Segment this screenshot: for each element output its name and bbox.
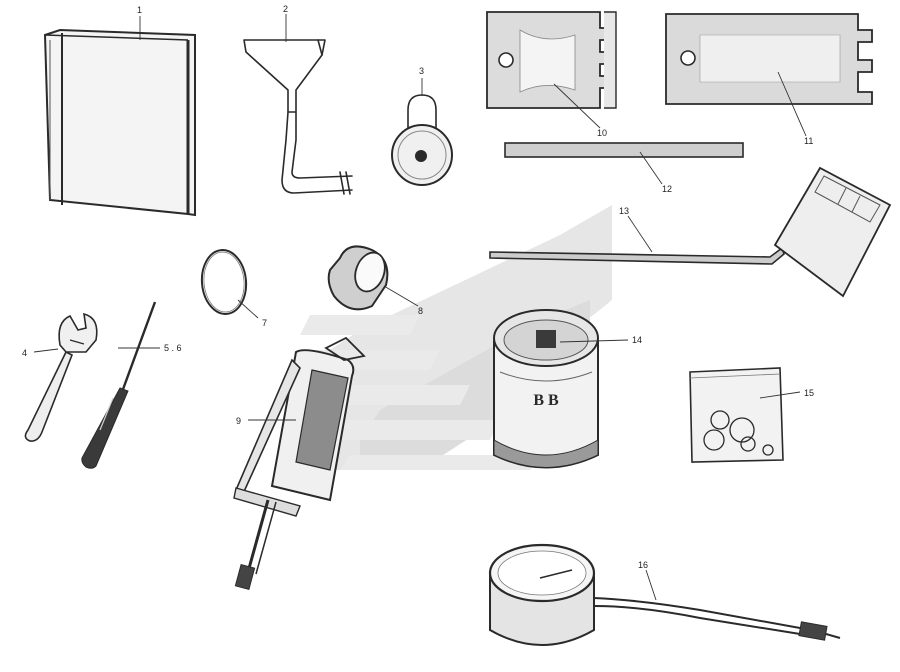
watermark-emblem (300, 205, 612, 470)
label-13: 13 (619, 206, 629, 216)
label-8: 8 (418, 306, 423, 316)
file-strip-icon (504, 142, 744, 158)
label-5-6: 5 . 6 (164, 343, 182, 353)
padlock-icon (391, 94, 453, 186)
grease-gun-icon (233, 336, 366, 591)
screwdriver-icon (81, 301, 157, 469)
label-11: 11 (804, 136, 813, 146)
manual-book-icon (43, 28, 196, 217)
label-16: 16 (638, 560, 648, 570)
ball-bag-icon (689, 367, 784, 463)
label-4: 4 (22, 348, 27, 358)
label-15: 15 (804, 388, 814, 398)
gauge-plate-right-icon (665, 13, 873, 105)
funnel-icon (243, 39, 353, 195)
label-9: 9 (236, 416, 241, 426)
label-2: 2 (283, 4, 288, 14)
can-marking: B B (533, 392, 559, 409)
label-14: 14 (632, 335, 642, 345)
adjustable-wrench-icon (24, 312, 98, 442)
callout-labels: 1 2 3 4 5 . 6 7 8 9 10 11 12 13 14 15 16 (22, 4, 814, 570)
label-12: 12 (662, 184, 672, 194)
label-3: 3 (419, 66, 424, 76)
o-ring-icon (200, 249, 248, 315)
pressure-gauge-icon (488, 543, 841, 646)
label-7: 7 (262, 318, 267, 328)
label-10: 10 (597, 128, 607, 138)
grease-can-icon: B B (493, 309, 599, 469)
seal-ring-icon (327, 245, 389, 311)
gauge-plate-left-icon (486, 11, 617, 109)
probe-rod-icon (489, 166, 892, 298)
leader-lines (33, 14, 807, 601)
label-1: 1 (137, 5, 142, 15)
